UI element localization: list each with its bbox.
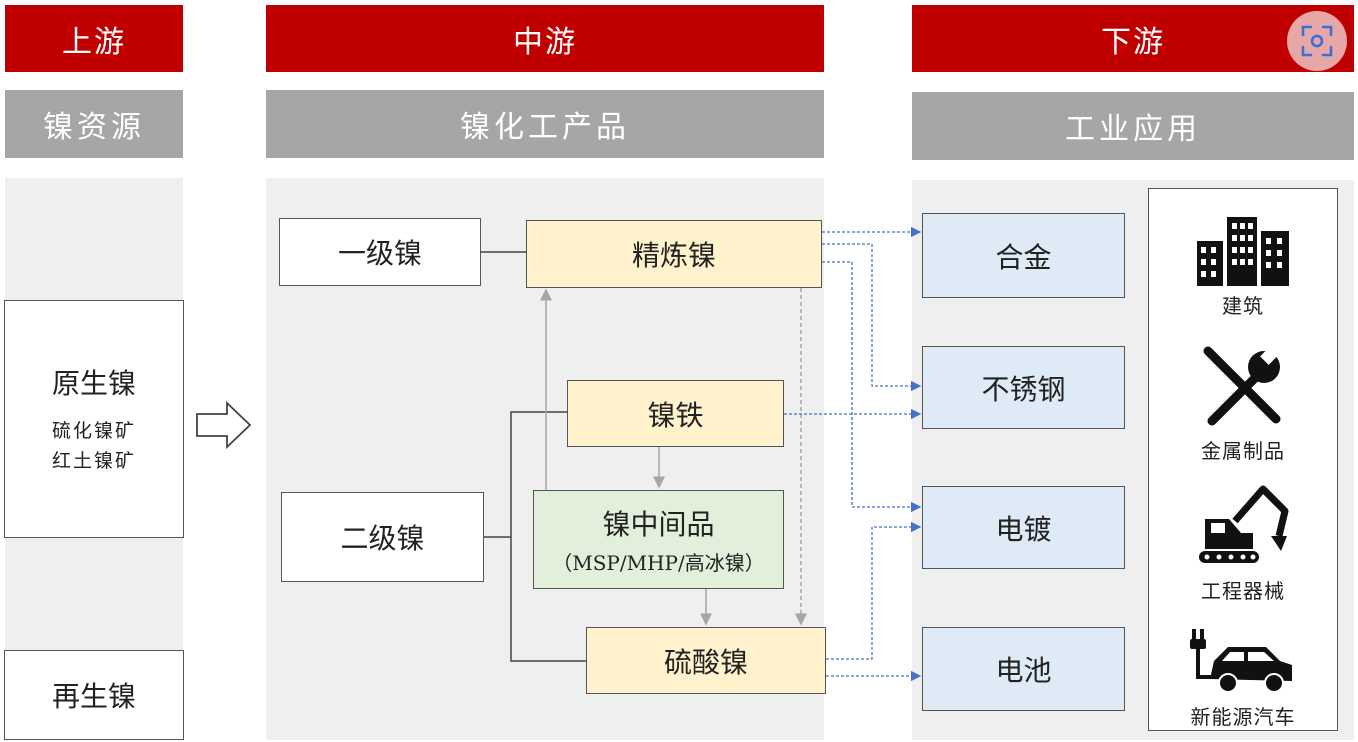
screenshot-button[interactable] xyxy=(1287,11,1347,71)
flow-arrow-icon xyxy=(196,400,252,450)
nickel-intermediate-title: 镍中间品 xyxy=(602,508,715,541)
tools-icon xyxy=(1203,345,1281,426)
class2-nickel-box: 二级镍 xyxy=(281,492,484,582)
app-building-label: 建筑 xyxy=(1222,294,1264,318)
header-upstream: 上游 xyxy=(5,5,183,72)
alloy-box: 合金 xyxy=(922,213,1125,298)
app-ev: 新能源汽车 xyxy=(1149,627,1337,730)
plating-box: 电镀 xyxy=(922,486,1125,569)
app-ev-label: 新能源汽车 xyxy=(1190,705,1296,729)
excavator-icon xyxy=(1199,485,1289,563)
app-metal-products-label: 金属制品 xyxy=(1201,439,1285,463)
building-icon xyxy=(1197,217,1289,286)
battery-box: 电池 xyxy=(922,627,1125,711)
class1-nickel-box: 一级镍 xyxy=(279,218,481,286)
subheader-upstream: 镍资源 xyxy=(5,90,183,158)
ferronickel-box: 镍铁 xyxy=(567,380,784,447)
primary-nickel-title: 原生镍 xyxy=(51,367,136,400)
scan-icon xyxy=(1301,25,1333,57)
app-building: 建筑 xyxy=(1149,211,1337,319)
primary-nickel-box: 原生镍 硫化镍矿 红土镍矿 xyxy=(4,300,184,538)
app-metal-products: 金属制品 xyxy=(1149,341,1337,464)
laterite-ore-label: 红土镍矿 xyxy=(51,450,136,472)
nickel-sulfate-box: 硫酸镍 xyxy=(586,627,826,694)
stainless-steel-box: 不锈钢 xyxy=(922,346,1125,429)
sulfide-ore-label: 硫化镍矿 xyxy=(51,420,136,442)
header-downstream: 下游 xyxy=(912,5,1354,72)
applications-panel: 建筑 金属制品 工程器械 xyxy=(1148,188,1338,731)
app-machinery-label: 工程器械 xyxy=(1201,579,1285,603)
nickel-intermediate-sub: （MSP/MHP/高冰镍） xyxy=(552,551,765,575)
ev-car-icon xyxy=(1190,629,1292,693)
header-midstream: 中游 xyxy=(266,5,824,72)
refined-nickel-box: 精炼镍 xyxy=(526,220,822,288)
subheader-midstream: 镍化工产品 xyxy=(266,90,824,158)
nickel-intermediate-box: 镍中间品 （MSP/MHP/高冰镍） xyxy=(533,490,784,589)
recycled-nickel-box: 再生镍 xyxy=(4,650,184,740)
subheader-downstream: 工业应用 xyxy=(912,92,1354,160)
app-machinery: 工程器械 xyxy=(1149,481,1337,604)
